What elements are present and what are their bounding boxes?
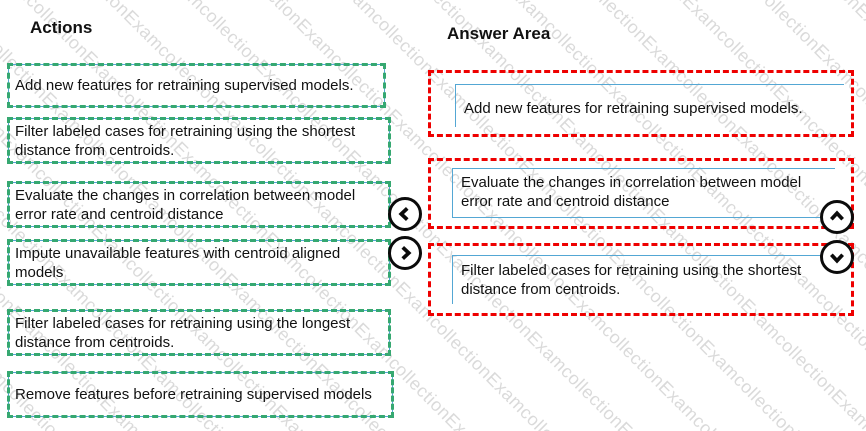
action-item-label: Remove features before retraining superv… [15,386,372,403]
answer-item-label: Evaluate the changes in correlation betw… [461,174,802,210]
action-item-evaluate-correlation[interactable]: Evaluate the changes in correlation betw… [7,181,391,228]
move-up-button[interactable] [820,200,854,234]
move-to-actions-button[interactable] [388,197,422,231]
action-item-label: Evaluate the changes in correlation betw… [15,186,356,223]
answer-item-evaluate-correlation[interactable]: Evaluate the changes in correlation betw… [452,168,835,218]
chevron-up-icon [828,208,846,226]
answer-area-title: Answer Area [447,24,551,43]
action-item-impute-features[interactable]: Impute unavailable features with centroi… [7,239,391,286]
move-to-answer-button[interactable] [388,236,422,270]
action-item-label: Filter labeled cases for retraining usin… [15,314,351,351]
action-item-remove-features[interactable]: Remove features before retraining superv… [7,371,394,418]
answer-slot-2: Evaluate the changes in correlation betw… [428,158,854,229]
actions-title: Actions [30,18,93,37]
answer-item-label: Filter labeled cases for retraining usin… [461,262,802,298]
action-item-label: Add new features for retraining supervis… [15,77,354,94]
answer-item-add-features[interactable]: Add new features for retraining supervis… [455,84,844,127]
action-item-add-features[interactable]: Add new features for retraining supervis… [7,63,386,108]
chevron-left-icon [396,205,414,223]
answer-item-label: Add new features for retraining supervis… [464,100,803,117]
action-item-label: Filter labeled cases for retraining usin… [15,122,356,159]
action-item-filter-longest[interactable]: Filter labeled cases for retraining usin… [7,309,391,356]
answer-item-filter-shortest[interactable]: Filter labeled cases for retraining usin… [452,255,835,304]
action-item-label: Impute unavailable features with centroi… [15,244,341,281]
chevron-right-icon [396,244,414,262]
answer-slot-1: Add new features for retraining supervis… [428,70,854,137]
answer-slot-3: Filter labeled cases for retraining usin… [428,243,854,316]
move-down-button[interactable] [820,240,854,274]
action-item-filter-shortest[interactable]: Filter labeled cases for retraining usin… [7,117,391,164]
chevron-down-icon [828,248,846,266]
